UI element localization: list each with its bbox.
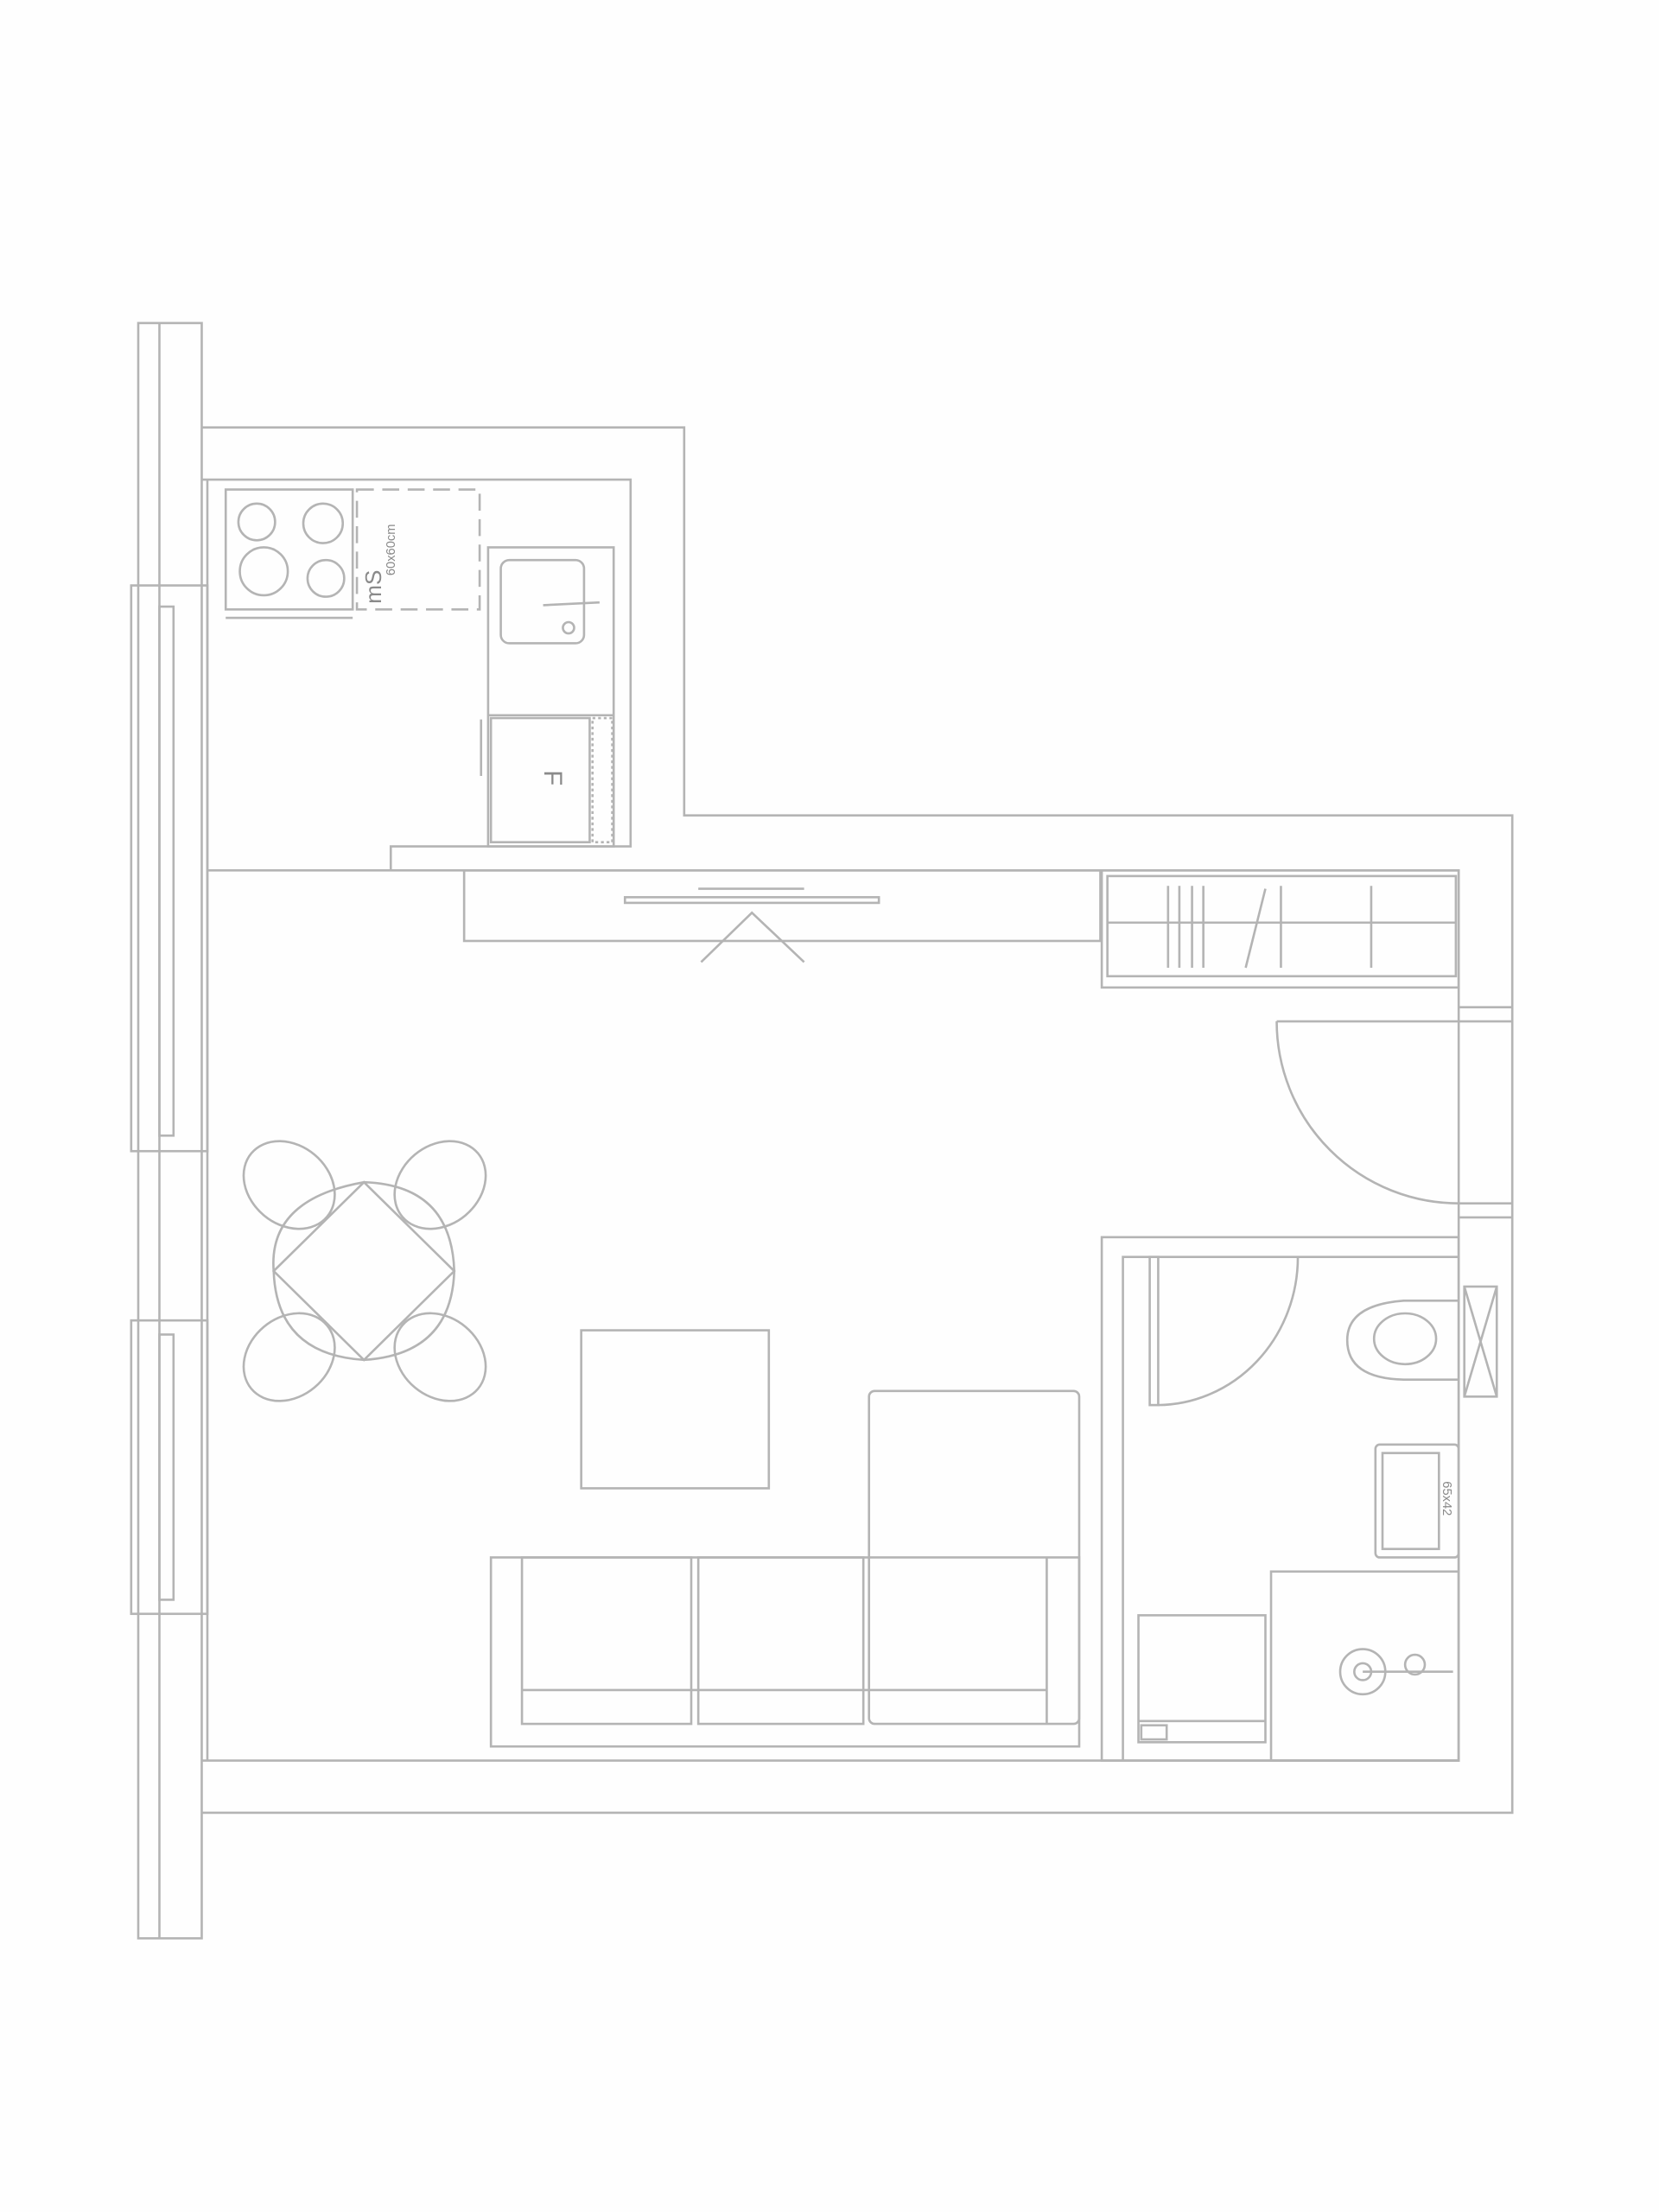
bathroom-sink — [1374, 1443, 1460, 1559]
stove — [224, 488, 354, 611]
microwave — [355, 488, 481, 611]
sofa — [489, 1389, 1081, 1748]
entry-door — [1275, 1020, 1459, 1205]
toilet — [1345, 1300, 1459, 1382]
burner — [238, 546, 289, 597]
burner — [237, 502, 276, 542]
kitchen-sink — [499, 558, 586, 645]
fridge — [489, 716, 591, 843]
kitchen: mS 60x60cm F — [224, 488, 615, 848]
walls — [137, 321, 1514, 1940]
tv — [623, 896, 880, 905]
burner — [302, 502, 345, 544]
microwave-label: mS — [360, 570, 386, 604]
bathroom: 65x42 — [1100, 1236, 1498, 1762]
coffee-table — [580, 1329, 771, 1490]
wardrobe — [1100, 869, 1460, 989]
washing-machine — [1137, 1614, 1267, 1744]
dining-set — [242, 1140, 487, 1402]
vent-shaft — [1463, 1285, 1498, 1398]
shower — [1269, 1570, 1460, 1762]
windows — [130, 584, 209, 1616]
fridge-label: F — [538, 770, 567, 785]
microwave-size: 60x60cm — [385, 524, 398, 576]
burner — [306, 558, 346, 598]
bathroom-sink-size: 65x42 — [1440, 1481, 1453, 1516]
tv-unit — [462, 869, 1102, 963]
